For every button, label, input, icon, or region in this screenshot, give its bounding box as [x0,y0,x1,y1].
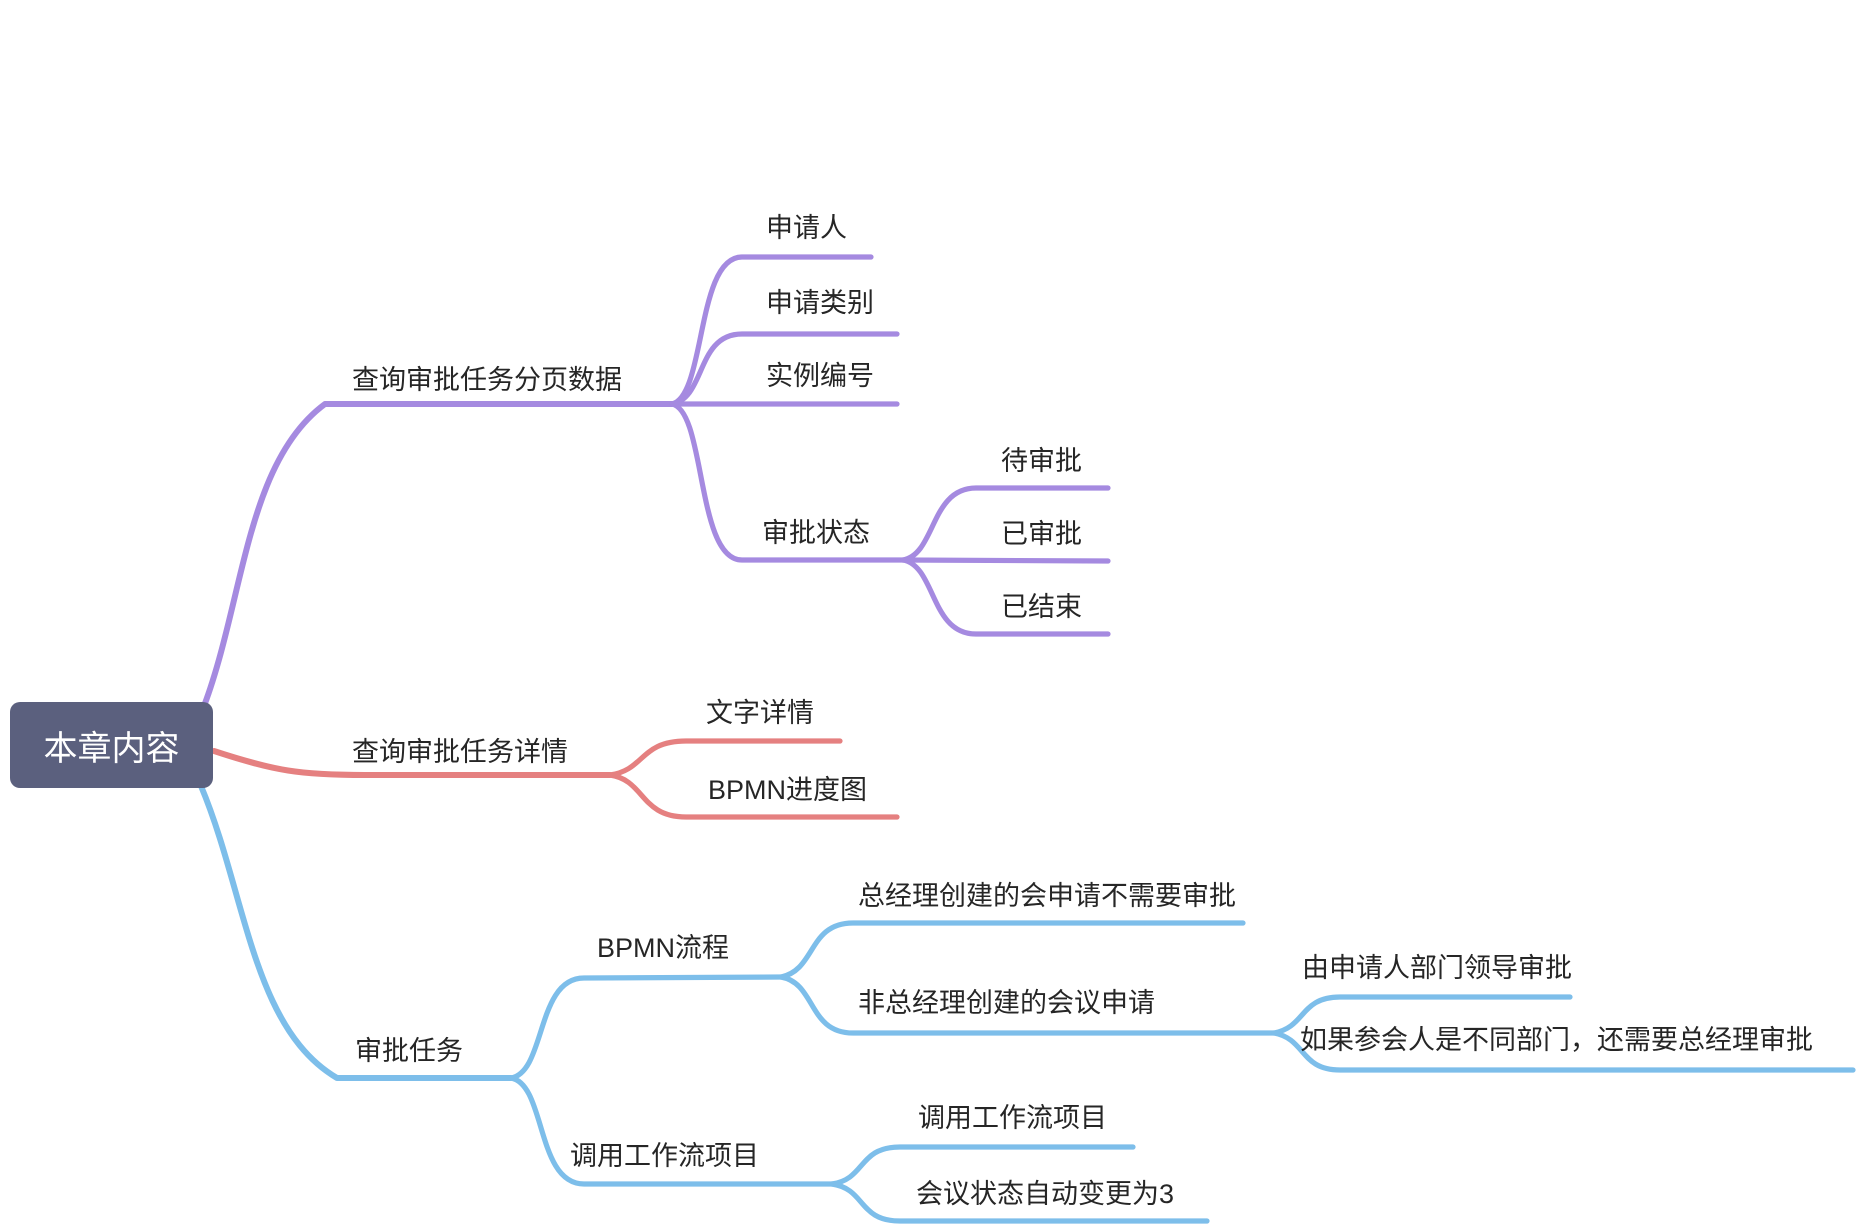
branch-line-approval-status [669,401,906,563]
branch-line-non-gm-request [778,974,1277,1036]
branch-line-cross-dept-gm-approve [1271,1030,1856,1073]
branch-line-bpmn-flow [508,974,784,1081]
branch-line-text-detail [607,738,843,778]
branch-line-query-detail [211,748,613,778]
branch-line-approval-task [198,783,514,1081]
branch-line-query-pages [201,401,675,709]
node-approved[interactable]: 已审批 [1001,519,1082,549]
branch-line-gm-no-approval [778,920,1246,980]
branch-line-dept-leader-approve [1271,994,1573,1036]
node-invoke-workflow-item[interactable]: 调用工作流项目 [918,1103,1107,1133]
node-non-gm-created-request[interactable]: 非总经理创建的会议申请 [858,988,1155,1018]
node-text-detail[interactable]: 文字详情 [706,698,814,728]
node-invoke-workflow[interactable]: 调用工作流项目 [570,1141,759,1171]
node-application-category[interactable]: 申请类别 [766,288,874,318]
root-label: 本章内容 [43,729,180,768]
branch-line-invoke-workflow [508,1075,835,1187]
node-dept-leader-approve[interactable]: 由申请人部门领导审批 [1302,953,1572,983]
node-ended[interactable]: 已结束 [1001,592,1082,622]
branch-line-application-category [669,331,900,407]
node-query-approval-task-pages[interactable]: 查询审批任务分页数据 [352,365,622,395]
node-bpmn-progress[interactable]: BPMN进度图 [708,775,868,805]
node-approval-status[interactable]: 审批状态 [762,518,870,548]
branch-line-approved [900,557,1111,564]
branch-line-applicant [669,254,874,407]
node-root[interactable]: 本章内容 [10,702,213,788]
node-meeting-status-3[interactable]: 会议状态自动变更为3 [916,1179,1175,1209]
node-gm-created-no-approval[interactable]: 总经理创建的会申请不需要审批 [858,881,1236,911]
branch-line-bpmn-progress [607,772,900,820]
branch-line-meeting-status-3 [829,1181,1210,1224]
branch-line-pending-approval [900,485,1111,563]
node-approval-task[interactable]: 审批任务 [355,1036,463,1066]
node-bpmn-flow[interactable]: BPMN流程 [597,933,730,963]
node-applicant[interactable]: 申请人 [766,213,847,243]
branch-line-invoke-workflow-item [829,1144,1136,1187]
node-query-approval-task-detail[interactable]: 查询审批任务详情 [352,737,568,767]
node-cross-dept-gm-approve[interactable]: 如果参会人是不同部门，还需要总经理审批 [1300,1025,1813,1055]
node-instance-number[interactable]: 实例编号 [766,361,874,391]
branch-line-ended [900,557,1111,637]
node-pending-approval[interactable]: 待审批 [1001,446,1082,476]
